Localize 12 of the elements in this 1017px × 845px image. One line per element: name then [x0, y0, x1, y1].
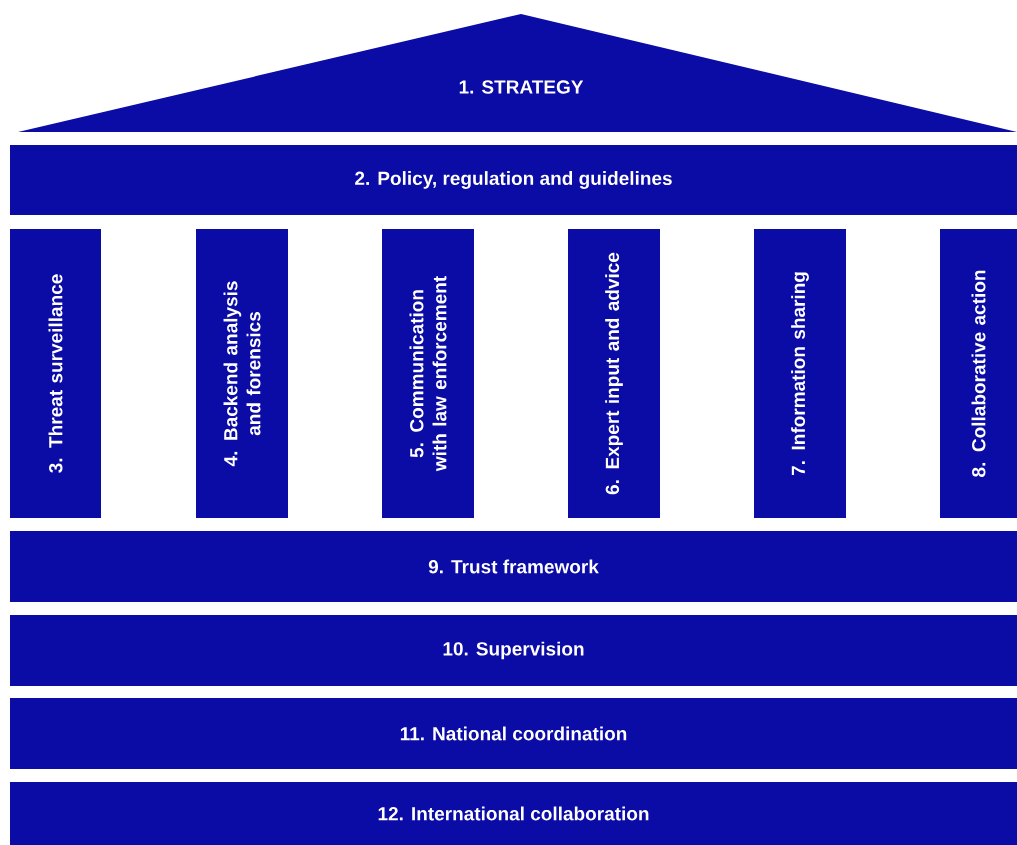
pillar-column: 8. Collaborative action: [940, 229, 1017, 518]
beam-bar: 2. Policy, regulation and guidelines: [10, 145, 1017, 215]
pillar-column: 3. Threat surveillance: [10, 229, 101, 518]
pillar-column: 6. Expert input and advice: [568, 229, 660, 518]
roof-triangle: 1. STRATEGY: [18, 14, 1017, 132]
beam-bar: 10. Supervision: [10, 615, 1017, 686]
beam-bar: 11. National coordination: [10, 698, 1017, 769]
pillar-column: 5. Communication with law enforcement: [382, 229, 474, 518]
pillar-column: 4. Backend analysis and forensics: [196, 229, 288, 518]
pillar-column: 7. Information sharing: [754, 229, 846, 518]
beam-bar: 12. International collaboration: [10, 782, 1017, 845]
beam-bar: 9. Trust framework: [10, 531, 1017, 602]
